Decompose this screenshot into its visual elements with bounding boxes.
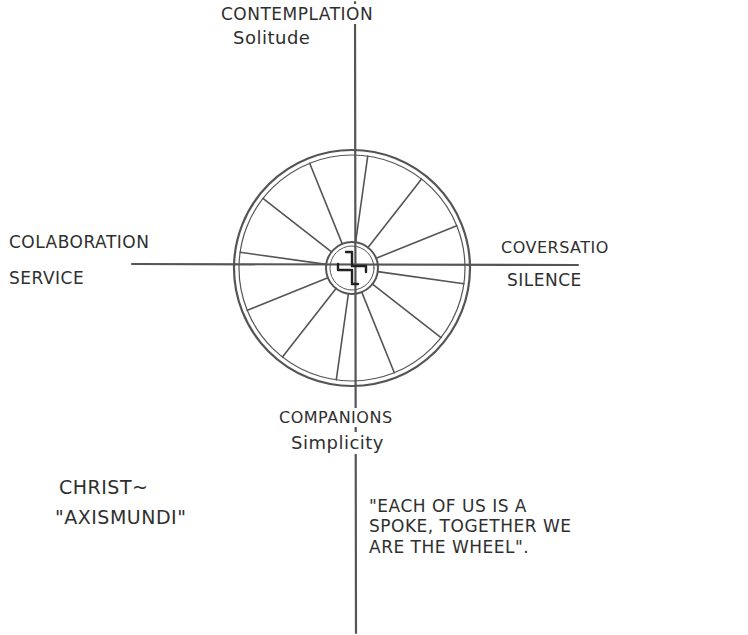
hand-label: "AXISMUNDI": [52, 506, 189, 529]
hand-label: CONTEMPLATION: [218, 4, 376, 24]
wheel-spoke: [356, 156, 368, 242]
hand-label: CHRIST~: [56, 476, 151, 499]
hand-label: SERVICE: [6, 268, 87, 288]
hand-label: Solitude: [230, 27, 313, 49]
wheel-spoke: [336, 294, 348, 380]
wheel-spoke: [378, 272, 464, 284]
wheel-spoke: [362, 292, 395, 373]
wheel-spoke: [263, 198, 332, 252]
wheel-spoke: [368, 179, 422, 248]
hand-label: SILENCE: [504, 270, 585, 290]
wheel-spoke: [310, 163, 343, 244]
hand-label: Simplicity: [288, 432, 387, 454]
hand-label: COVERSATIO: [498, 238, 612, 257]
wheel-spoke: [376, 226, 457, 259]
wheel-spoke: [372, 284, 441, 338]
wheel-spoke: [247, 278, 328, 311]
hand-label: COLABORATION: [6, 232, 152, 252]
wheel-spoke: [240, 252, 326, 264]
hand-label: COMPANIONS: [276, 408, 396, 427]
hand-label: "EACH OF US IS A SPOKE, TOGETHER WE ARE …: [366, 496, 587, 557]
wheel-spoke: [282, 288, 336, 357]
